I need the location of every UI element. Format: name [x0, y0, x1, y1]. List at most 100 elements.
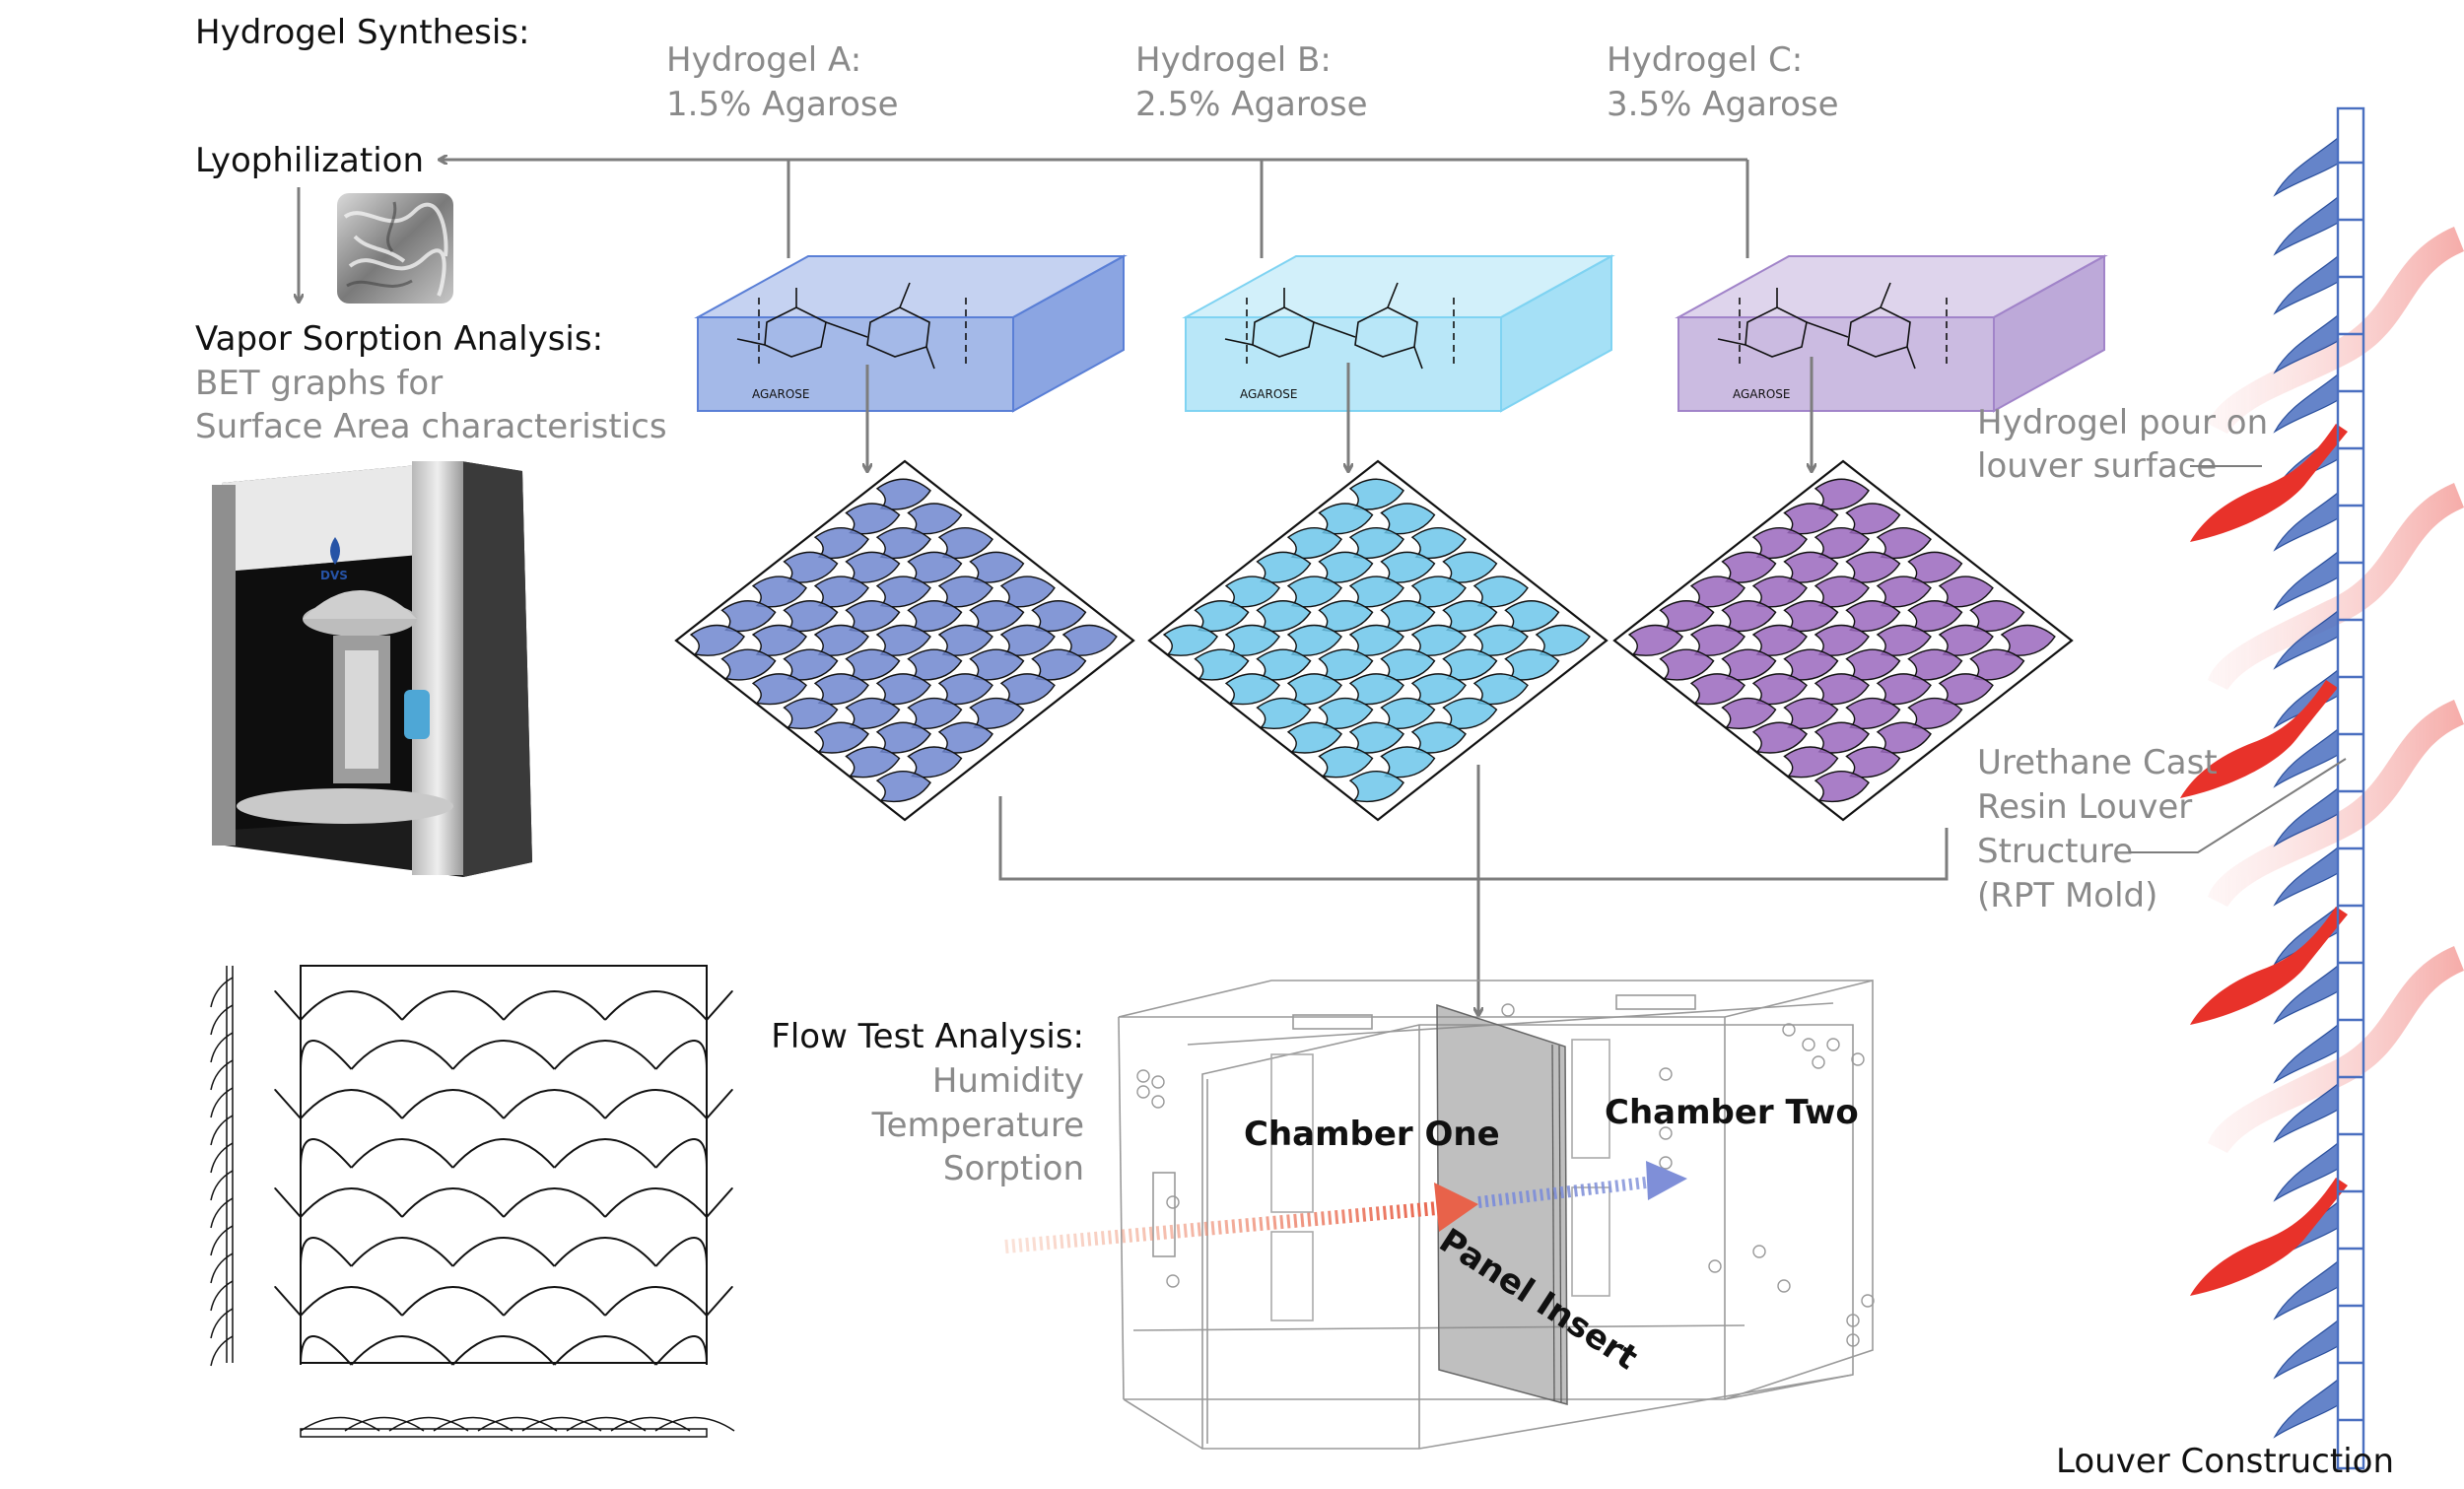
- panel-scale: [1410, 575, 1467, 608]
- panel-scale: [937, 673, 993, 706]
- panel-scale: [1689, 673, 1745, 706]
- panel-scale: [1876, 721, 1932, 754]
- panel-scale: [845, 648, 901, 681]
- hydrogel-pour-blob: [2190, 907, 2348, 1025]
- panel-scale: [875, 721, 931, 754]
- panel-scale: [1318, 600, 1374, 633]
- louver-blade: [2273, 846, 2339, 907]
- panel-scale: [1751, 527, 1808, 560]
- panel-scale: [907, 697, 963, 729]
- agarose-structure-formula: [736, 282, 967, 370]
- hydrogel-b-concentration: 2.5% Agarose: [1135, 85, 1368, 124]
- panel-scale: [1721, 648, 1777, 681]
- lyophilization-label: Lyophilization: [195, 141, 424, 180]
- panel-scale: [1938, 575, 1994, 608]
- panel-scale: [1318, 551, 1374, 583]
- panel-scale: [1224, 673, 1280, 706]
- panel-scale: [1783, 600, 1839, 633]
- panel-scale: [1442, 600, 1498, 633]
- panel-scale: [1031, 600, 1087, 633]
- box-front-face: [697, 316, 1014, 412]
- panel-scale: [1348, 527, 1404, 560]
- panel-scale: [1286, 624, 1342, 656]
- louver-red-hydrogel-trails: [2208, 227, 2464, 1153]
- panel-scale: [1845, 746, 1901, 778]
- chamber-mounting-holes: [1136, 1003, 1875, 1347]
- louver-blade: [2273, 727, 2339, 788]
- panel-scale: [937, 624, 993, 656]
- panel-scale: [1348, 478, 1404, 510]
- hydrogel-a-name: Hydrogel A:: [666, 40, 861, 80]
- panel-scale: [1380, 551, 1436, 583]
- hydrogel-synthesis-title: Hydrogel Synthesis:: [195, 13, 529, 52]
- panel-scale: [2000, 624, 2056, 656]
- urethane-label-3: Structure: [1977, 832, 2133, 871]
- panel-scale: [1348, 575, 1404, 608]
- panel-scale: [1194, 648, 1250, 681]
- agarose-caption: AGAROSE: [1240, 387, 1298, 401]
- panel-scale: [813, 624, 869, 656]
- dvs-logo-text: DVS: [320, 569, 348, 582]
- panel-scale: [1783, 551, 1839, 583]
- hydrogel-c-concentration: 3.5% Agarose: [1607, 85, 1839, 124]
- panel-scale: [1783, 503, 1839, 535]
- louver-blade: [2273, 1082, 2339, 1143]
- panel-scale: [1969, 648, 2025, 681]
- panel-scale: [1318, 648, 1374, 681]
- panel-scale: [1410, 721, 1467, 754]
- panel-scale: [1845, 551, 1901, 583]
- hydrogel-a-agarose-box: AGAROSE: [694, 254, 1128, 413]
- panel-scale: [1876, 673, 1932, 706]
- chamber-one-label: Chamber One: [1244, 1115, 1500, 1154]
- panel-scale: [875, 771, 931, 803]
- louver-construction-title: Louver Construction: [2056, 1442, 2394, 1481]
- airflow-arrows: [1004, 1161, 1687, 1253]
- urethane-leader: [2129, 758, 2347, 853]
- panel-scale: [999, 673, 1056, 706]
- panel-scale: [907, 746, 963, 778]
- panel-scale: [1348, 624, 1404, 656]
- vapor-sorption-title: Vapor Sorption Analysis:: [195, 319, 603, 359]
- urethane-label-2: Resin Louver: [1977, 787, 2192, 827]
- panel-scale: [999, 575, 1056, 608]
- panel-scale: [1751, 721, 1808, 754]
- hydrogel-b-scale-panel: [1147, 459, 1608, 822]
- panel-scale: [1410, 624, 1467, 656]
- panel-scale: [1845, 697, 1901, 729]
- panel-scale: [813, 575, 869, 608]
- panel-scale: [845, 746, 901, 778]
- panel-scale: [875, 527, 931, 560]
- panel-scale: [1472, 624, 1529, 656]
- flow-humidity-label: Humidity: [932, 1061, 1084, 1101]
- agarose-caption: AGAROSE: [752, 387, 810, 401]
- panel-scale: [845, 697, 901, 729]
- panel-scale: [937, 721, 993, 754]
- scale-panel-side-profile: [210, 966, 234, 1367]
- panel-scale: [1194, 600, 1250, 633]
- scale-panel-plan-profile: [300, 1416, 735, 1438]
- panel-scale: [875, 575, 931, 608]
- louver-blade: [2273, 1259, 2339, 1320]
- panel-scale: [1504, 648, 1560, 681]
- panel-scale: [1659, 648, 1715, 681]
- panel-scale: [1751, 673, 1808, 706]
- panel-scale: [1938, 624, 1994, 656]
- hydrogel-pour-blob: [2180, 680, 2338, 798]
- panel-scale: [1380, 697, 1436, 729]
- hydrogel-pour-blob: [2190, 424, 2348, 542]
- flow-sorption-label: Sorption: [943, 1149, 1084, 1188]
- panel-scale: [1876, 527, 1932, 560]
- agarose-caption: AGAROSE: [1733, 387, 1791, 401]
- panel-scale: [875, 478, 931, 510]
- panel-scale: [937, 575, 993, 608]
- chamber-two-label: Chamber Two: [1605, 1093, 1859, 1132]
- panel-scale: [1504, 600, 1560, 633]
- agarose-structure-formula: [1224, 282, 1455, 370]
- agarose-structure-formula: [1717, 282, 1948, 370]
- panel-scale: [1442, 697, 1498, 729]
- louver-blade: [2273, 313, 2339, 374]
- louver-blade: [2273, 964, 2339, 1025]
- panel-scale: [1876, 624, 1932, 656]
- panel-scale: [1410, 673, 1467, 706]
- panel-scale: [969, 697, 1025, 729]
